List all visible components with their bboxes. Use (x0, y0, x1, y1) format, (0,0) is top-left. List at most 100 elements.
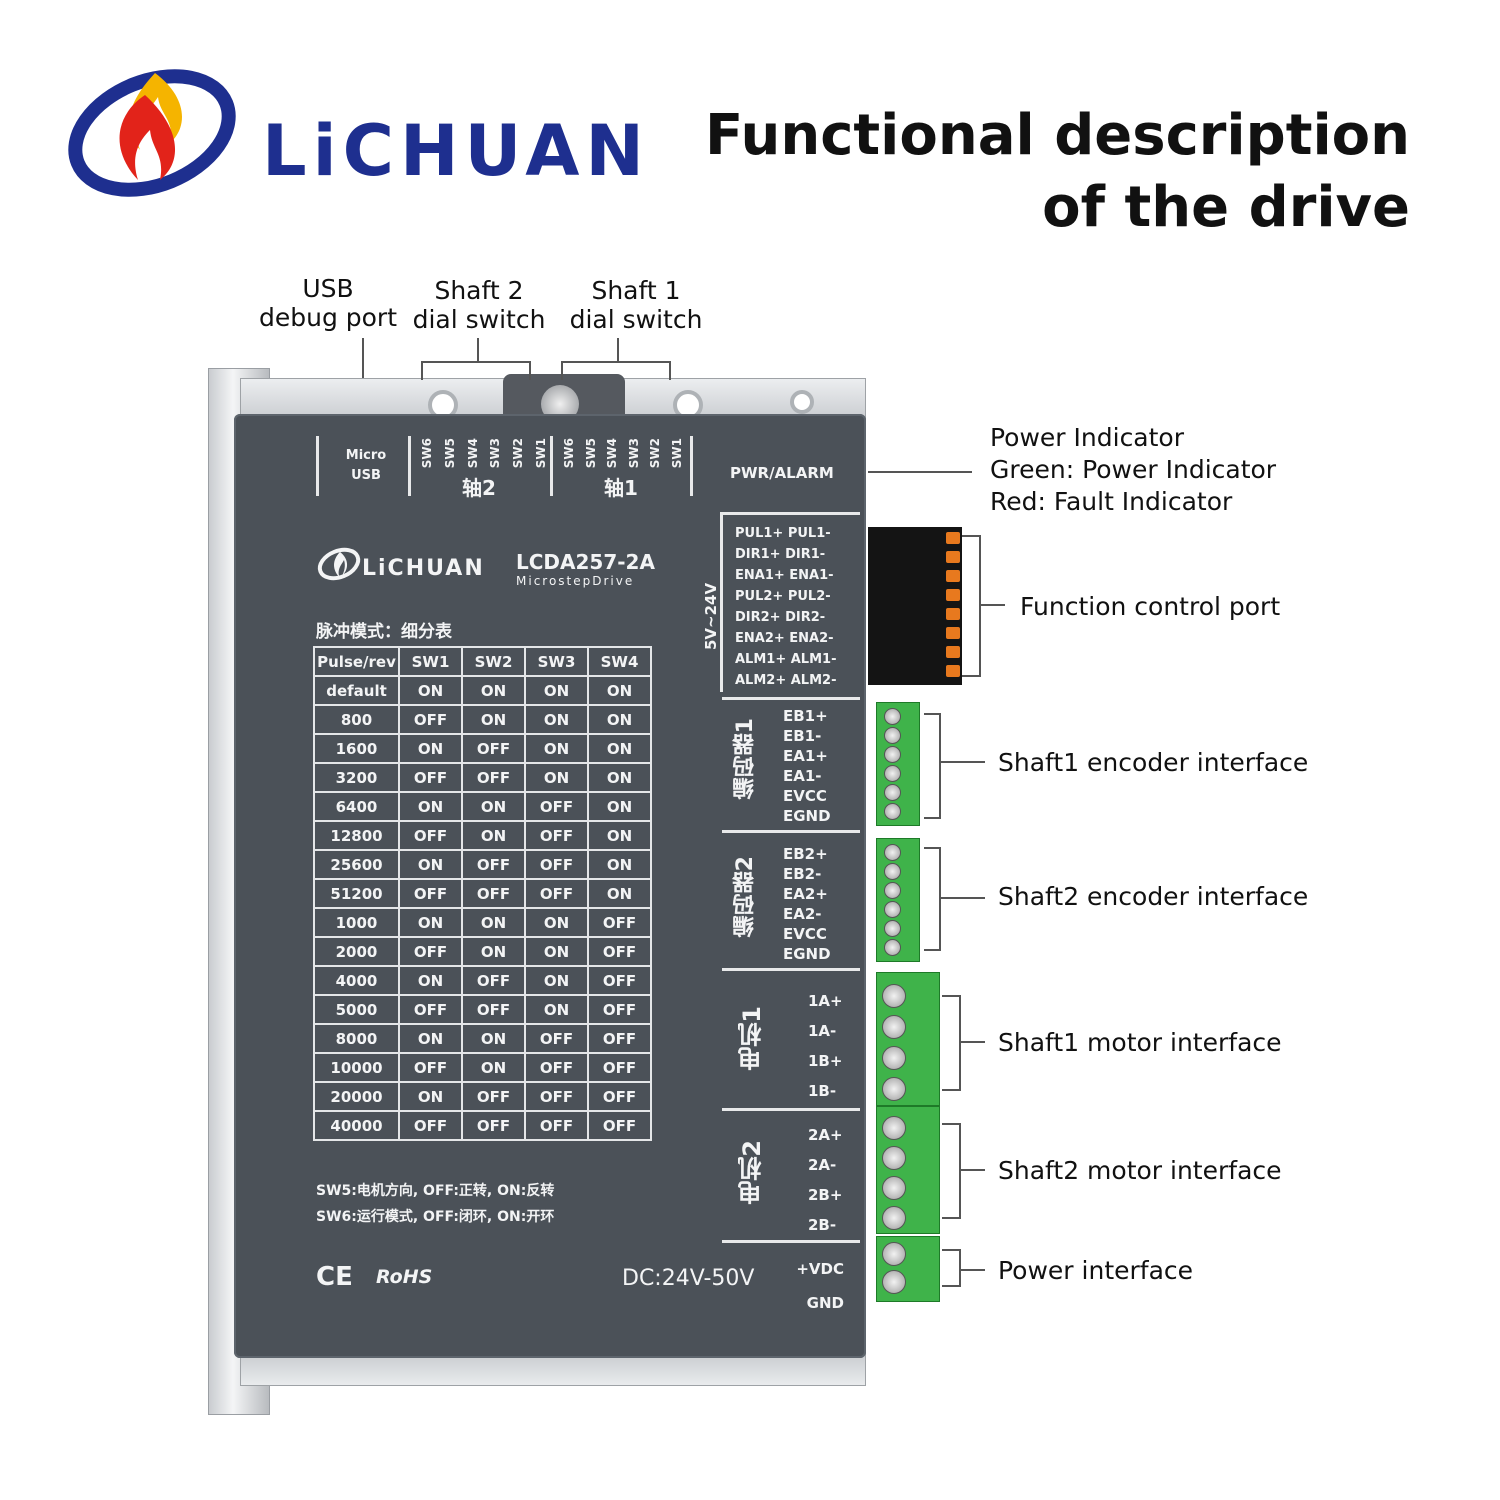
axis2-label: 轴2 (462, 476, 496, 500)
mount-hole (790, 390, 814, 414)
terminal-screw-icon[interactable] (884, 882, 901, 899)
sw-label: SW4 (465, 438, 480, 469)
sw-label: SW4 (605, 438, 620, 469)
terminal-screw-icon[interactable] (882, 1176, 906, 1200)
terminal-screw-icon[interactable] (884, 803, 901, 820)
table-cell: 4000 (313, 965, 400, 996)
shaft1-encoder-callout: Shaft1 encoder interface (998, 748, 1309, 777)
sw-label: SW6 (562, 438, 576, 469)
table-cell: OFF (398, 994, 463, 1025)
pin-label: PUL1+ PUL1- (735, 526, 831, 541)
shaft2-encoder-callout: Shaft2 encoder interface (998, 882, 1309, 911)
pin-label: DIR2+ DIR2- (735, 610, 826, 625)
note-sw5: SW5:电机方向, OFF:正转, ON:反转 (316, 1183, 555, 1199)
table-header-cell: SW2 (461, 646, 526, 677)
terminal-screw-icon[interactable] (882, 1206, 906, 1230)
pin-label: EVCC (783, 787, 827, 805)
table-cell: OFF (524, 1081, 589, 1112)
terminal-screw-icon[interactable] (882, 1116, 906, 1140)
terminal-screw-icon[interactable] (884, 727, 901, 744)
table-cell: OFF (587, 936, 652, 967)
sw-label: SW1 (669, 438, 684, 469)
table-cell: OFF (524, 878, 589, 909)
terminal-screw-icon[interactable] (884, 920, 901, 937)
divider (316, 436, 319, 496)
usb-callout-line: USB (302, 274, 354, 303)
orange-pin (946, 608, 960, 620)
table-cell: OFF (461, 965, 526, 996)
table-cell: 25600 (313, 849, 400, 880)
terminal-screw-icon[interactable] (884, 746, 901, 763)
terminal-screw-icon[interactable] (882, 1077, 906, 1101)
table-cell: OFF (524, 1023, 589, 1054)
table-title: 脉冲模式：细分表 (316, 622, 452, 642)
terminal-screw-icon[interactable] (882, 984, 906, 1008)
terminal-screw-icon[interactable] (882, 1015, 906, 1039)
usb-callout-line: debug port (258, 303, 398, 332)
terminal-screw-icon[interactable] (884, 863, 901, 880)
sw-label: SW3 (626, 438, 641, 469)
terminal-screw-icon[interactable] (884, 844, 901, 861)
pin-label: 2A- (808, 1156, 837, 1174)
model-subtitle: MicrostepDrive (516, 574, 635, 588)
terminal-screw-icon[interactable] (882, 1046, 906, 1070)
table-cell: ON (587, 733, 652, 764)
divider (722, 1108, 860, 1111)
shaft1-switch-callout-line: Shaft 1 (591, 276, 681, 305)
table-cell: OFF (587, 907, 652, 938)
terminal-screw-icon[interactable] (884, 708, 901, 725)
terminal-screw-icon[interactable] (882, 1270, 906, 1294)
divider (550, 436, 553, 496)
table-cell: ON (461, 791, 526, 822)
terminal-screw-icon[interactable] (884, 765, 901, 782)
sw-label: SW3 (488, 438, 503, 469)
table-cell: OFF (398, 820, 463, 851)
shaft2-switch-callout-line: dial switch (412, 305, 546, 334)
shaft1-sw-labels: SW6 SW5 SW4 SW3 SW2 SW1 (562, 438, 684, 468)
signal-list: PUL1+ PUL1-DIR1+ DIR1-ENA1+ ENA1-PUL2+ P… (735, 523, 836, 691)
table-cell: OFF (587, 1081, 652, 1112)
motor1-pins: 1A+1A-1B+1B- (808, 986, 843, 1106)
pin-label: ENA1+ ENA1- (735, 568, 834, 583)
orange-pin (946, 551, 960, 563)
pin-label: DIR1+ DIR1- (735, 547, 826, 562)
table-cell: ON (398, 907, 463, 938)
table-cell: 8000 (313, 1023, 400, 1054)
table-cell: ON (398, 849, 463, 880)
table-cell: ON (587, 675, 652, 706)
table-cell: OFF (587, 1110, 652, 1141)
pin-label: EVCC (783, 925, 827, 943)
divider (722, 1240, 860, 1243)
table-cell: ON (461, 936, 526, 967)
table-cell: ON (587, 849, 652, 880)
shaft2-switch-callout: Shaft 2 dial switch (410, 276, 548, 334)
pin-label: EA2- (783, 905, 822, 923)
power-indicator-line: Green: Power Indicator (990, 455, 1277, 484)
divider (408, 436, 411, 496)
dc-rating: DC:24V-50V (622, 1266, 755, 1291)
brand-name: LiCHUAN (262, 110, 651, 192)
table-cell: OFF (461, 733, 526, 764)
table-cell: OFF (587, 994, 652, 1025)
table-cell: ON (524, 965, 589, 996)
terminal-screw-icon[interactable] (882, 1242, 906, 1266)
table-cell: ON (587, 820, 652, 851)
pin-label: GND (806, 1294, 844, 1312)
usb-callout: USB debug port (258, 274, 398, 332)
terminal-screw-icon[interactable] (884, 939, 901, 956)
table-cell: OFF (524, 1052, 589, 1083)
motor1-label: 电机1 (738, 1006, 766, 1071)
terminal-screw-icon[interactable] (884, 901, 901, 918)
terminal-screw-icon[interactable] (884, 784, 901, 801)
terminal-screw-icon[interactable] (882, 1146, 906, 1170)
table-header-cell: SW4 (587, 646, 652, 677)
